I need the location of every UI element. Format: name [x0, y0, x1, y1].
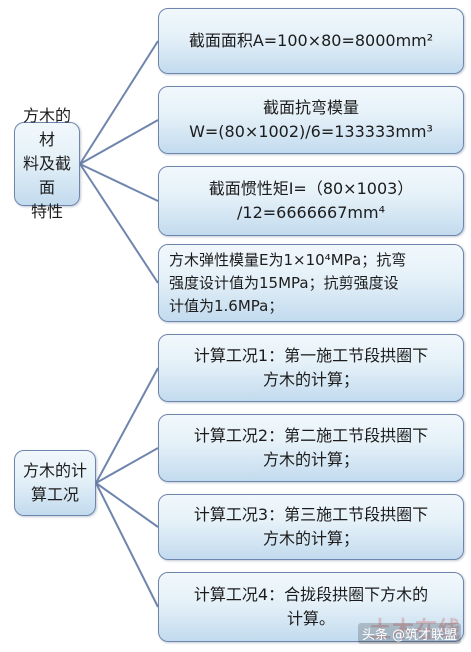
connector-line [79, 163, 159, 284]
node-label: 截面面积A=100×80=8000mm² [188, 31, 434, 50]
root-node-load-cases: 方木的计 算工况 [14, 450, 96, 516]
node-label: 计算工况1：第一施工节段拱圈下 方木的计算； [193, 346, 429, 389]
child-node-moment-of-inertia: 截面惯性矩I=（80×1003） /12=6666667mm⁴ [158, 166, 464, 236]
child-node-load-case-4: 计算工况4：合拢段拱圈下方木的 计算。 [158, 572, 464, 642]
connector-line [79, 163, 159, 202]
connector-line [79, 40, 159, 165]
node-label: 计算工况4：合拢段拱圈下方木的 计算。 [193, 585, 429, 628]
root-label: 方木的材 料及截面 特性 [22, 106, 71, 221]
watermark-caption: 头条 @筑才联盟 [357, 623, 461, 644]
root-node-material-properties: 方木的材 料及截面 特性 [14, 106, 80, 221]
node-label: 截面抗弯模量 W=(80×1002)/6=133333mm³ [189, 98, 433, 141]
child-node-load-case-1: 计算工况1：第一施工节段拱圈下 方木的计算； [158, 334, 464, 402]
child-node-load-case-2: 计算工况2：第二施工节段拱圈下 方木的计算； [158, 414, 464, 482]
connector-line [79, 119, 159, 165]
child-node-load-case-3: 计算工况3：第三施工节段拱圈下 方木的计算； [158, 494, 464, 560]
connector-line [95, 482, 159, 528]
child-node-elastic-modulus: 方木弹性模量E为1×10⁴MPa；抗弯 强度设计值为15MPa；抗剪强度设 计值… [158, 244, 464, 322]
watermark: 土木在线 头条 @筑才联盟 [357, 612, 461, 644]
root-label: 方木的计 算工况 [22, 461, 87, 504]
node-label: 截面惯性矩I=（80×1003） /12=6666667mm⁴ [208, 179, 414, 222]
node-label: 计算工况2：第二施工节段拱圈下 方木的计算； [193, 426, 429, 469]
child-node-section-modulus: 截面抗弯模量 W=(80×1002)/6=133333mm³ [158, 86, 464, 154]
node-label: 方木弹性模量E为1×10⁴MPa；抗弯 强度设计值为15MPa；抗剪强度设 计值… [169, 250, 407, 315]
node-label: 计算工况3：第三施工节段拱圈下 方木的计算； [193, 505, 429, 548]
connector-line [95, 367, 159, 484]
child-node-section-area: 截面面积A=100×80=8000mm² [158, 8, 464, 74]
connector-line [95, 482, 159, 608]
connector-line [95, 447, 159, 484]
watermark-logo: 土木在线 [368, 617, 461, 642]
